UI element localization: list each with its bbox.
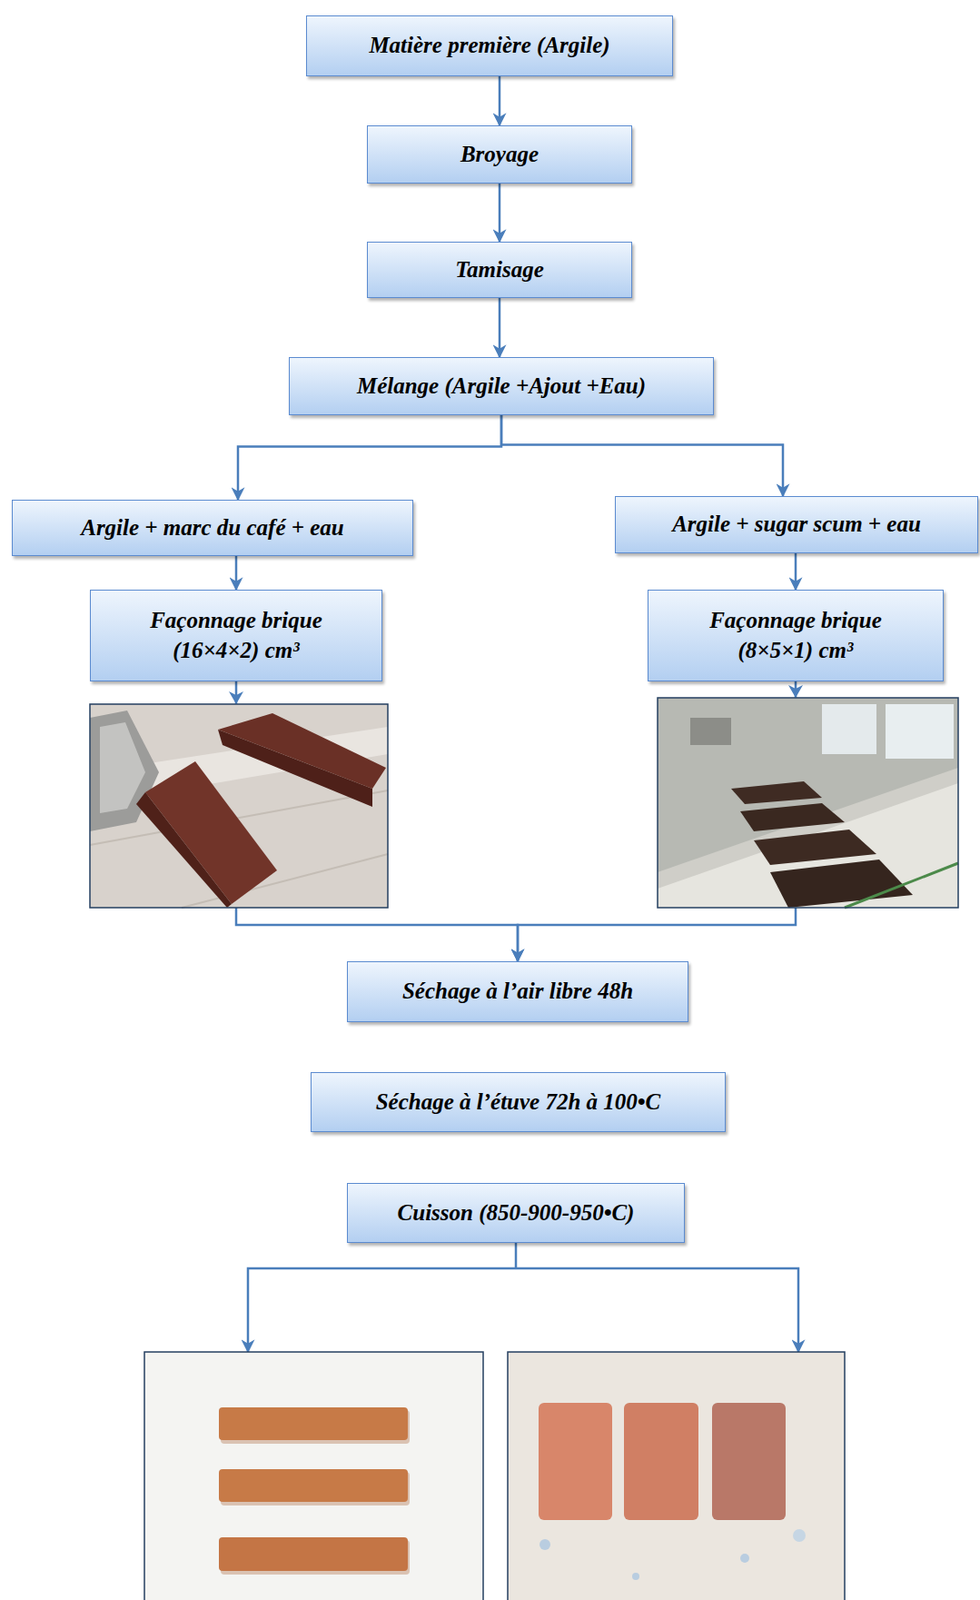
box-text: Séchage à l’étuve 72h à 100•C <box>376 1087 662 1118</box>
process-box: Argile + sugar scum + eau <box>614 495 979 554</box>
process-box: Tamisage <box>366 241 633 298</box>
box-text: Façonnage brique (16×4×2) cm³ <box>122 605 350 665</box>
brick-photo <box>144 1351 484 1600</box>
process-box: Façonnage brique (8×5×1) cm³ <box>647 589 944 682</box>
brick-photo <box>507 1351 845 1600</box>
brick-photo <box>657 684 959 908</box>
box-text: Séchage à l’air libre 48h <box>402 976 634 1007</box>
flow-arrow <box>498 297 502 357</box>
flow-arrow <box>794 553 798 590</box>
box-text: Broyage <box>460 139 539 170</box>
flow-arrow <box>237 415 502 500</box>
flow-arrow <box>501 415 783 496</box>
box-text: Matière première (Argile) <box>368 30 610 61</box>
box-text: Mélange (Argile +Ajout +Eau) <box>356 371 646 402</box>
process-box: Argile + marc du café + eau <box>11 499 414 556</box>
box-text: Argile + sugar scum + eau <box>672 509 921 540</box>
box-text: Argile + marc du café + eau <box>80 513 345 544</box>
process-box: Séchage à l’air libre 48h <box>346 960 689 1022</box>
box-text: Façonnage brique (8×5×1) cm³ <box>682 605 910 665</box>
flow-arrow <box>235 555 238 590</box>
box-text: Tamisage <box>455 255 545 286</box>
flow-arrow <box>498 183 502 242</box>
process-box: Façonnage brique (16×4×2) cm³ <box>89 589 383 682</box>
split-line <box>515 1267 799 1352</box>
flow-arrow <box>498 76 502 126</box>
brick-photo <box>89 691 388 908</box>
box-text: Cuisson (850-900-950•C) <box>397 1197 635 1228</box>
split-line <box>247 1267 516 1352</box>
process-box: Matière première (Argile) <box>306 15 674 77</box>
process-box: Broyage <box>366 125 633 184</box>
process-box: Mélange (Argile +Ajout +Eau) <box>288 356 714 416</box>
process-box: Séchage à l’étuve 72h à 100•C <box>310 1071 726 1132</box>
split-line <box>514 1242 518 1268</box>
process-box: Cuisson (850-900-950•C) <box>346 1182 685 1243</box>
